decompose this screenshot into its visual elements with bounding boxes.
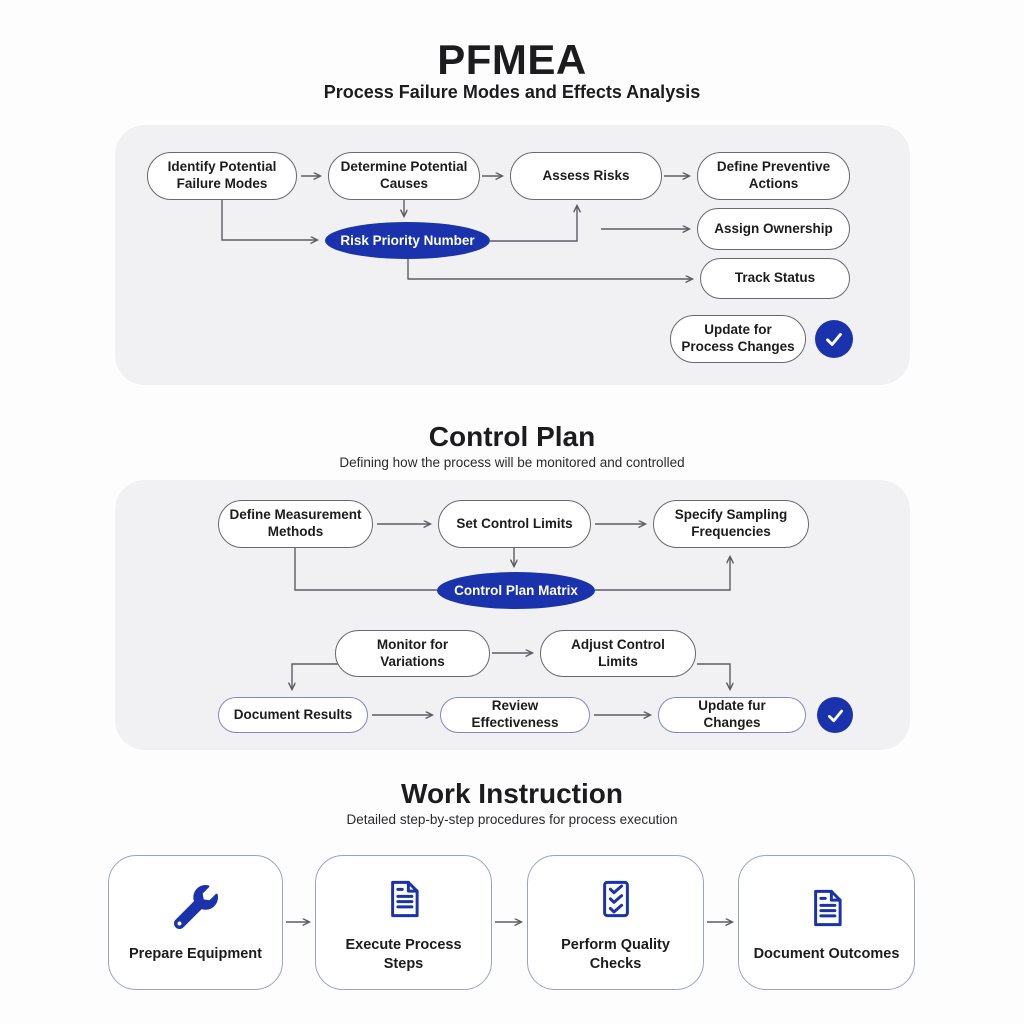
- check-icon: [827, 709, 843, 722]
- node-specify-sampling-frequencies[interactable]: Specify Sampling Frequencies: [653, 500, 809, 548]
- step-execute-process-steps[interactable]: Execute Process Steps: [315, 855, 492, 990]
- pfmea-panel: Identify Potential Failure Modes Determi…: [115, 125, 910, 385]
- node-define-measurement-methods[interactable]: Define Measurement Methods: [218, 500, 373, 548]
- step-prepare-equipment[interactable]: Prepare Equipment: [108, 855, 283, 990]
- pfmea-done-badge: [815, 320, 853, 358]
- node-track-status[interactable]: Track Status: [700, 258, 850, 299]
- node-assign-ownership[interactable]: Assign Ownership: [697, 208, 850, 250]
- node-identify-failure-modes[interactable]: Identify Potential Failure Modes: [147, 152, 297, 200]
- document-icon: [383, 872, 425, 920]
- node-control-plan-matrix[interactable]: Control Plan Matrix: [437, 572, 595, 609]
- document-icon: [806, 881, 848, 929]
- pfmea-subtitle: Process Failure Modes and Effects Analys…: [323, 82, 701, 102]
- control-plan-title: Control Plan: [428, 421, 596, 452]
- step-label: Document Outcomes: [753, 946, 900, 963]
- node-define-preventive-actions[interactable]: Define Preventive Actions: [697, 152, 850, 200]
- checklist-icon: [595, 872, 637, 920]
- work-instruction-subtitle: Detailed step-by-step procedures for pro…: [346, 812, 678, 827]
- control-plan-panel: Define Measurement Methods Set Control L…: [115, 480, 910, 750]
- check-icon: [826, 332, 842, 346]
- step-perform-quality-checks[interactable]: Perform Quality Checks: [527, 855, 704, 990]
- step-label: Perform Quality Checks: [561, 936, 670, 972]
- step-label: Prepare Equipment: [129, 946, 262, 963]
- wrench-icon: [173, 881, 218, 930]
- pfmea-title: PFMEA: [437, 36, 587, 83]
- node-assess-risks[interactable]: Assess Risks: [510, 152, 662, 200]
- node-review-effectiveness[interactable]: Review Effectiveness: [440, 697, 590, 733]
- node-document-results[interactable]: Document Results: [218, 697, 368, 733]
- node-risk-priority-number[interactable]: Risk Priority Number: [325, 222, 490, 259]
- node-adjust-control-limits[interactable]: Adjust Control Limits: [540, 630, 696, 677]
- step-document-outcomes[interactable]: Document Outcomes: [738, 855, 915, 990]
- step-label: Execute Process Steps: [345, 936, 462, 972]
- node-monitor-variations[interactable]: Monitor for Variations: [335, 630, 490, 677]
- node-set-control-limits[interactable]: Set Control Limits: [438, 500, 591, 548]
- node-update-for-changes[interactable]: Update fur Changes: [658, 697, 806, 733]
- node-update-process-changes[interactable]: Update for Process Changes: [670, 315, 806, 363]
- control-plan-subtitle: Defining how the process will be monitor…: [339, 455, 685, 470]
- control-plan-done-badge: [817, 697, 853, 733]
- work-instruction-title: Work Instruction: [401, 778, 623, 809]
- node-determine-causes[interactable]: Determine Potential Causes: [328, 152, 480, 200]
